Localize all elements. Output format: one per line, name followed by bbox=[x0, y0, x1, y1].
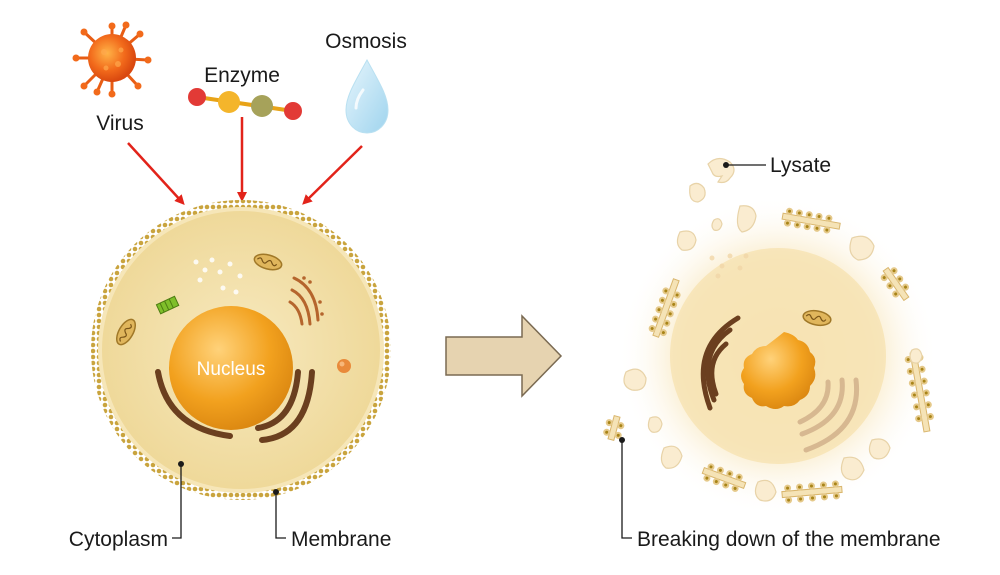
membrane-pointer bbox=[273, 489, 286, 539]
centriole-icon bbox=[155, 295, 180, 315]
water-drop-icon bbox=[345, 58, 389, 134]
mitochondrion-icon bbox=[253, 253, 283, 271]
agent-arrows bbox=[127, 117, 363, 205]
membrane-breakdown-pointer bbox=[619, 437, 632, 539]
membrane-fragments bbox=[603, 207, 934, 504]
golgi-apparatus-icon bbox=[288, 276, 320, 326]
golgi-apparatus-icon bbox=[700, 315, 741, 411]
osmosis-label: Osmosis bbox=[325, 30, 407, 53]
virus-icon bbox=[72, 21, 152, 98]
mitochondrion-icon bbox=[115, 318, 137, 346]
nucleus-label: Nucleus bbox=[197, 359, 266, 380]
lysosome-icon bbox=[337, 359, 351, 373]
enzyme-label: Enzyme bbox=[204, 64, 280, 87]
lysate-pointer bbox=[723, 162, 766, 168]
lysate-label: Lysate bbox=[770, 154, 831, 177]
membrane-label: Membrane bbox=[291, 528, 391, 551]
mitochondrion-icon bbox=[802, 309, 832, 327]
enzyme-molecule-icon bbox=[188, 88, 302, 120]
membrane-breakdown-label: Breaking down of the membrane bbox=[637, 528, 941, 551]
cytoplasm-pointer bbox=[172, 461, 184, 539]
cytoplasm-label: Cytoplasm bbox=[69, 528, 168, 551]
vesicles-icon bbox=[193, 257, 243, 295]
virus-label: Virus bbox=[96, 112, 143, 135]
lysed-cell bbox=[618, 196, 938, 516]
intact-cell: Nucleus bbox=[91, 200, 391, 500]
damaged-nucleus bbox=[741, 332, 816, 409]
nucleus bbox=[169, 306, 293, 430]
process-arrow bbox=[445, 314, 563, 398]
